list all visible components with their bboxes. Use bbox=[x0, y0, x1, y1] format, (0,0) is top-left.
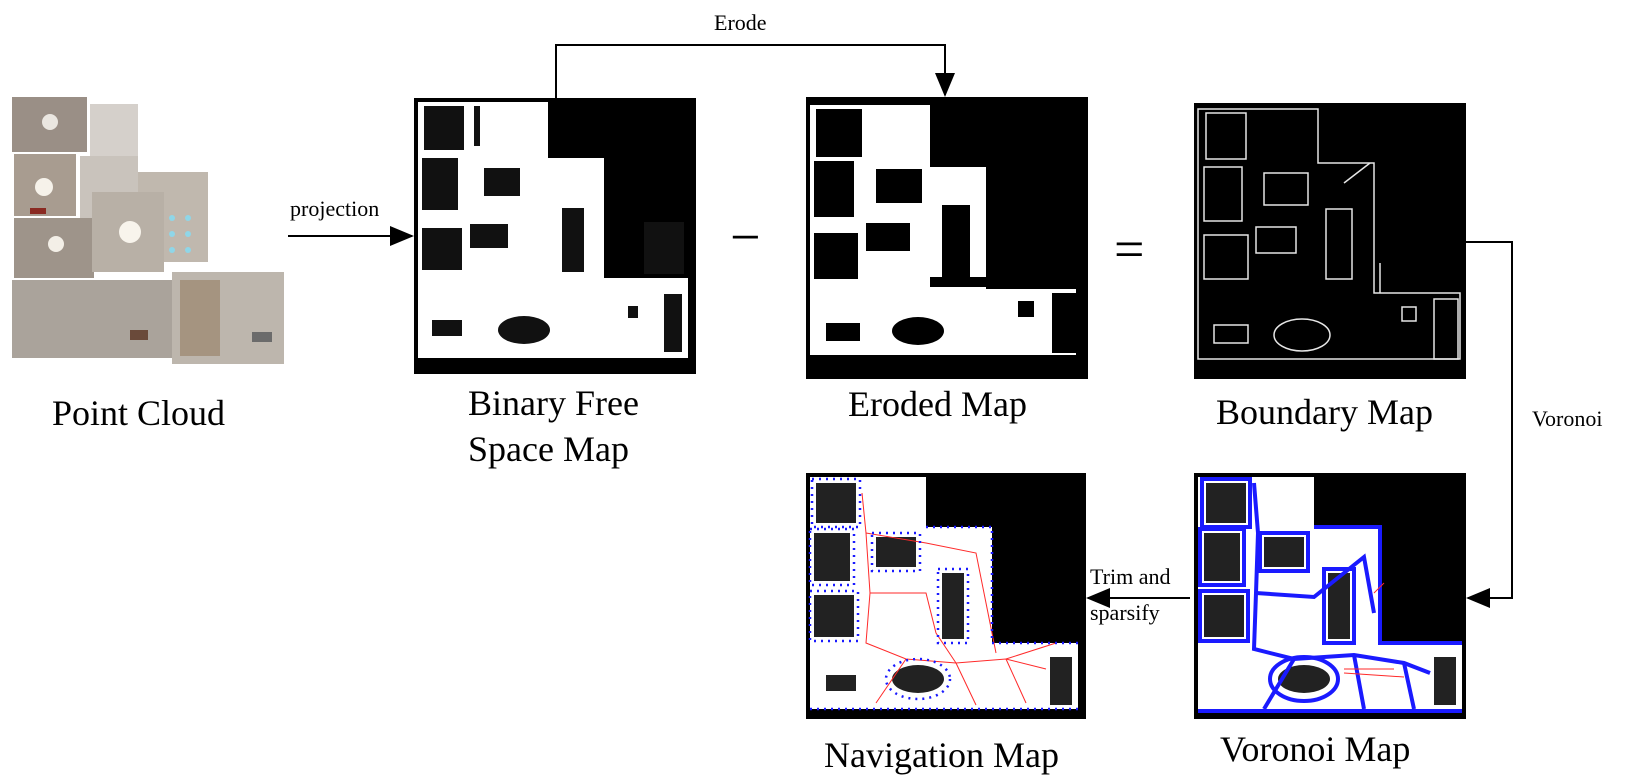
trim-sparsify-label-line1: Trim and bbox=[1090, 564, 1171, 589]
voronoi-arrow bbox=[1462, 241, 1513, 608]
binary-free-space-caption-line2: Space Map bbox=[468, 429, 629, 469]
navigation-map-image bbox=[806, 473, 1086, 719]
point-cloud-image bbox=[12, 92, 284, 374]
eroded-map-caption: Eroded Map bbox=[848, 384, 1027, 424]
voronoi-label: Voronoi bbox=[1532, 406, 1603, 431]
voronoi-map-image bbox=[1194, 473, 1466, 719]
binary-free-space-caption-line1: Binary Free bbox=[468, 383, 639, 423]
minus-operator: − bbox=[730, 207, 761, 267]
navigation-map-caption: Navigation Map bbox=[824, 735, 1059, 775]
eroded-map-image bbox=[806, 97, 1088, 379]
erode-arrow bbox=[555, 44, 955, 98]
point-cloud-caption: Point Cloud bbox=[52, 393, 226, 433]
boundary-map-image bbox=[1194, 103, 1466, 379]
trim-sparsify-label-line2: sparsify bbox=[1090, 600, 1160, 625]
projection-label: projection bbox=[290, 196, 380, 221]
binary-free-space-map-image bbox=[414, 98, 696, 374]
erode-label: Erode bbox=[714, 10, 767, 35]
voronoi-map-caption: Voronoi Map bbox=[1220, 729, 1411, 769]
equals-operator: = bbox=[1114, 219, 1145, 279]
boundary-map-caption: Boundary Map bbox=[1216, 392, 1433, 432]
